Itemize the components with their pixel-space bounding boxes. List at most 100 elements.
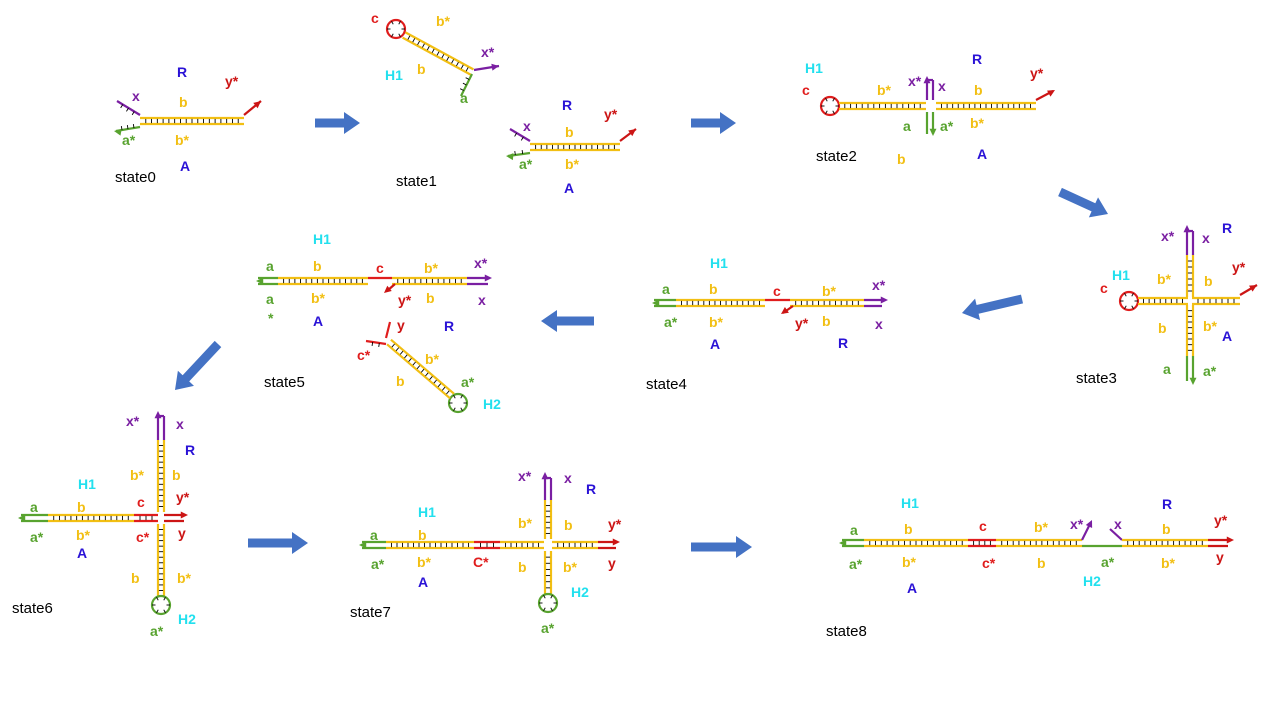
domain-label-x-star: x* bbox=[1070, 516, 1084, 532]
domain-label-C-star: C* bbox=[473, 554, 489, 570]
state3-H1-loop-tick bbox=[1124, 292, 1127, 297]
domain-label-b: b bbox=[904, 521, 913, 537]
domain-label-y-star: y* bbox=[1030, 65, 1044, 81]
state0-x-overhang-tick bbox=[120, 104, 124, 109]
domain-label-x: x bbox=[1114, 516, 1122, 532]
strand-label-H1: H1 bbox=[78, 476, 96, 492]
domain-label-a: a bbox=[30, 499, 38, 515]
state6-y-star-arrowhead bbox=[180, 511, 188, 519]
state3-a-star-arrowhead bbox=[1189, 377, 1197, 385]
state3-H1-loop-tick bbox=[1131, 305, 1134, 310]
state1-H1-a-toehold-tick bbox=[465, 77, 470, 80]
strand-label-A: A bbox=[977, 146, 987, 162]
strand-label-R: R bbox=[1222, 220, 1232, 236]
state4-a-arrowhead bbox=[652, 299, 660, 307]
domain-label-b-star: b* bbox=[709, 314, 724, 330]
state7-a-arrowhead bbox=[359, 541, 367, 549]
strand-label-H1: H1 bbox=[313, 231, 331, 247]
strand-label-A: A bbox=[710, 336, 720, 352]
domain-label-a: a bbox=[1163, 361, 1171, 377]
state1-H1-stem-base-pair-tick bbox=[446, 56, 450, 61]
state5-H2-loop-tick bbox=[460, 394, 463, 399]
domain-label-y: y bbox=[397, 317, 405, 333]
state2-H1-loop-tick bbox=[825, 110, 828, 115]
domain-label-b-star: b* bbox=[902, 554, 917, 570]
domain-label-b: b bbox=[974, 82, 983, 98]
domain-label-x: x bbox=[938, 78, 946, 94]
strand-label-A: A bbox=[313, 313, 323, 329]
state3-y-star-tail-arrowhead bbox=[1249, 285, 1257, 292]
state1-x-overhang-tick bbox=[514, 132, 518, 137]
domain-label-x-star: x* bbox=[1161, 228, 1175, 244]
domain-label-x-star: x* bbox=[518, 468, 532, 484]
strand-label-H1: H1 bbox=[1112, 267, 1130, 283]
state1-H1-stem-base-pair-tick bbox=[426, 46, 430, 51]
domain-label-a-star: a* bbox=[30, 529, 44, 545]
process-arrow-7-to-8 bbox=[691, 536, 752, 558]
state6-H2-loop-tick bbox=[156, 596, 159, 601]
domain-label-a: a bbox=[266, 258, 274, 274]
strand-label-H1: H1 bbox=[901, 495, 919, 511]
state5-H2-loop-tick bbox=[453, 407, 456, 412]
state1-H1-loop-tick bbox=[398, 20, 401, 25]
strand-label-A: A bbox=[180, 158, 190, 174]
state8-a-arrowhead bbox=[839, 539, 847, 547]
state7-y-star-arrowhead bbox=[612, 538, 620, 546]
domain-label-b-star: b* bbox=[76, 527, 91, 543]
strand-label-R: R bbox=[1162, 496, 1172, 512]
state3-label: state3 bbox=[1076, 370, 1117, 387]
strand-label-H1: H1 bbox=[805, 60, 823, 76]
state1-H1-stem-base-pair-tick bbox=[456, 62, 459, 67]
domain-label-c: c bbox=[979, 518, 987, 534]
domain-label-a-star: a* bbox=[541, 620, 555, 636]
process-arrow-1-to-2 bbox=[691, 112, 736, 134]
state1-H1-stem-base-pair-tick bbox=[465, 67, 469, 72]
state1-H1-stem-base-pair-tick bbox=[460, 64, 464, 69]
strand-label-R: R bbox=[972, 51, 982, 67]
state6-H2-loop-tick bbox=[163, 596, 166, 601]
domain-label-x-star: x* bbox=[474, 255, 488, 271]
domain-label-b-star: b* bbox=[970, 115, 985, 131]
state1-H1-a-toehold-tick bbox=[459, 88, 464, 91]
domain-label-a: a bbox=[850, 522, 858, 538]
domain-label-y-star: y* bbox=[1214, 512, 1228, 528]
process-arrow-3-to-4 bbox=[962, 294, 1024, 321]
state8-x-star-tail bbox=[1081, 523, 1091, 541]
process-arrow-0-to-1 bbox=[315, 112, 360, 134]
domain-label-y-star: y* bbox=[604, 106, 618, 122]
domain-label-b: b bbox=[1158, 320, 1167, 336]
domain-label-a-star: a* bbox=[150, 623, 164, 639]
domain-label-b-star: b* bbox=[311, 290, 326, 306]
state6-label: state6 bbox=[12, 600, 53, 617]
state5-H2-stem-base-pair-tick bbox=[441, 386, 446, 391]
domain-label-b: b bbox=[1162, 521, 1171, 537]
domain-label-y-star: y* bbox=[398, 292, 412, 308]
domain-label-b: b bbox=[518, 559, 527, 575]
state2-H1-loop-tick bbox=[832, 97, 835, 102]
state3-H1-loop-tick bbox=[1124, 305, 1127, 310]
domain-label-x: x bbox=[523, 118, 531, 134]
state5-H2-stem-base-pair-tick bbox=[433, 379, 437, 384]
domain-label-b: b bbox=[418, 527, 427, 543]
state7-H2-loop-tick bbox=[550, 594, 553, 599]
domain-label-b: b bbox=[131, 570, 140, 586]
state8-x-strand bbox=[1109, 528, 1123, 541]
strand-label-H1: H1 bbox=[710, 255, 728, 271]
domain-label-b-star: b* bbox=[822, 283, 837, 299]
domain-label-c: c bbox=[376, 260, 384, 276]
state1-x-overhang-tick bbox=[520, 136, 524, 141]
domain-label-x-star: x* bbox=[908, 73, 922, 89]
state5-H2-stem-base-pair-tick bbox=[437, 383, 442, 388]
state1-a-star-toehold-tick bbox=[514, 150, 516, 156]
domain-label-y-star: y* bbox=[225, 73, 239, 89]
state0-a-star-toehold-tick bbox=[126, 124, 129, 130]
domain-label-a-star: a* bbox=[461, 374, 475, 390]
domain-label-c-star: c* bbox=[136, 529, 150, 545]
state1-H1-stem-strand-bottom bbox=[404, 31, 474, 71]
process-arrow-6-to-7 bbox=[248, 532, 308, 554]
domain-label-x: x bbox=[564, 470, 572, 486]
state5-H2-loop-tick bbox=[460, 407, 463, 412]
domain-label-b: b bbox=[564, 517, 573, 533]
state5-H2-stem-base-pair-tick bbox=[395, 347, 400, 352]
state1-H1-stem-base-pair-tick bbox=[422, 43, 425, 48]
